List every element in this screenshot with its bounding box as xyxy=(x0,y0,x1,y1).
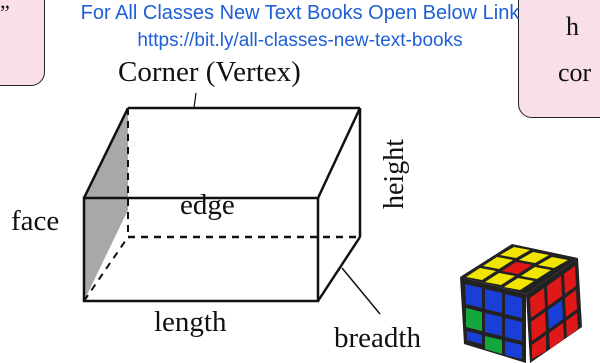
rubiks-cube-image xyxy=(460,244,582,363)
vertex-label: Corner (Vertex) xyxy=(118,56,301,88)
right-callout-box xyxy=(518,0,600,118)
face-label: face xyxy=(11,205,60,237)
vertex-pointer-line xyxy=(193,92,197,109)
left-callout-box xyxy=(0,0,45,86)
rubik-top-stickers xyxy=(466,247,568,290)
top-right-edge xyxy=(316,107,362,199)
promo-banner-line1[interactable]: For All Classes New Text Books Open Belo… xyxy=(80,2,520,24)
rubik-left-stickers xyxy=(465,284,522,359)
breadth-pointer-line xyxy=(341,267,381,315)
breadth-label: breadth xyxy=(334,322,421,354)
right-callout-text-line1: h xyxy=(566,12,579,41)
height-label: height xyxy=(379,139,410,209)
promo-banner-link[interactable]: https://bit.ly/all-classes-new-text-book… xyxy=(137,30,463,51)
bottom-right-edge xyxy=(316,236,362,302)
length-label: length xyxy=(154,306,227,338)
left-callout-text: ” xyxy=(0,0,10,25)
top-left-edge xyxy=(82,107,130,199)
edge-label: edge xyxy=(180,189,235,221)
front-face xyxy=(82,196,320,303)
shaded-face xyxy=(84,108,128,301)
right-callout-text-line2: cor xyxy=(558,58,592,87)
rubik-right-stickers xyxy=(530,266,578,359)
